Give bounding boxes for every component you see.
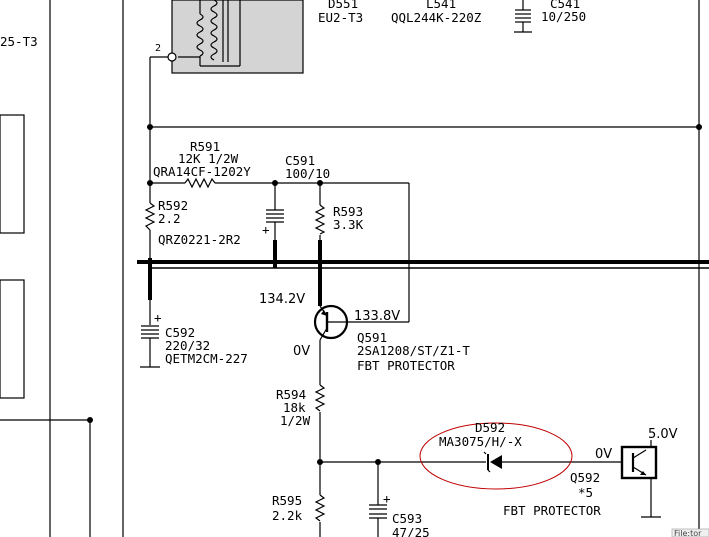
c591-value-label: 100/10 <box>285 166 330 181</box>
q592-ref-label: Q592 <box>570 470 600 485</box>
q592-transistor-symbol <box>620 445 658 480</box>
q591-part-label: 2SA1208/ST/Z1-T <box>357 343 470 358</box>
r592-ref-label: R592 <box>158 198 188 213</box>
highlight-ellipse <box>419 422 573 490</box>
c593-ref-label: C593 <box>392 511 422 526</box>
q592-top-voltage: 5.0V <box>648 427 678 442</box>
c541-value-label: 10/250 <box>541 9 586 24</box>
r594-ref-label: R594 <box>276 387 306 402</box>
r595-ref-label: R595 <box>272 493 302 508</box>
d592-ref-label: D592 <box>475 420 505 435</box>
d551-part-label: EU2-T3 <box>318 10 363 25</box>
c591-capacitor-symbol <box>266 209 284 223</box>
c592-part-label: QETM2CM-227 <box>165 351 248 366</box>
d551-ref-label: D551 <box>328 0 358 11</box>
pin-2-label: 2 <box>155 43 161 54</box>
q591-collector-voltage: 0V <box>293 344 310 359</box>
transformer-l541 <box>167 0 304 74</box>
top-left-part-label: 25-T3 <box>0 34 38 49</box>
c591-plus-sign: + <box>262 222 270 237</box>
c593-value-label: 47/25 <box>392 525 430 537</box>
c592-plus-sign: + <box>154 310 162 325</box>
d592-part-label: MA3075/H/-X <box>439 434 522 449</box>
r593-value-label: 3.3K <box>333 217 364 232</box>
file-tag-box <box>671 528 709 537</box>
r592-value-label: 2.2 <box>158 211 181 226</box>
left-ic-box-lower <box>0 279 25 399</box>
q591-transistor-symbol <box>313 304 350 341</box>
q592-desc-label: FBT PROTECTOR <box>503 503 601 518</box>
q591-base-voltage: 133.8V <box>354 309 400 324</box>
c592-capacitor-symbol <box>141 325 159 339</box>
wires <box>140 56 702 537</box>
r591-resistor-symbol <box>184 177 216 189</box>
r592-resistor-symbol <box>144 202 156 231</box>
r592-part-label: QRZ0221-2R2 <box>158 232 241 247</box>
q592-base-voltage: 0V <box>595 447 612 462</box>
r595-resistor-symbol <box>314 494 326 522</box>
r591-part-label: QRA14CF-1202Y <box>153 164 251 179</box>
c593-plus-sign: + <box>383 491 391 506</box>
r591-ref-label: R591 <box>190 139 220 154</box>
q591-desc-label: FBT PROTECTOR <box>357 358 455 373</box>
q592-note-label: *5 <box>578 485 593 500</box>
l541-ref-label: L541 <box>426 0 456 11</box>
c592-ref-label: C592 <box>165 325 195 340</box>
r591-value-label: 12K 1/2W <box>178 151 239 166</box>
d592-diode-symbol <box>483 451 502 473</box>
c592-value-label: 220/32 <box>165 338 210 353</box>
file-tag-label: File:tor <box>674 529 702 537</box>
r593-resistor-symbol <box>314 204 326 235</box>
q591-emitter-voltage: 134.2V <box>259 292 305 307</box>
left-ic-box-upper <box>0 114 25 234</box>
r595-value-label: 2.2k <box>272 508 303 523</box>
c541-capacitor-symbol <box>514 0 532 33</box>
r594-watt-label: 1/2W <box>280 413 311 428</box>
r594-resistor-symbol <box>314 384 326 412</box>
c591-ref-label: C591 <box>285 153 315 168</box>
q591-ref-label: Q591 <box>357 330 387 345</box>
c541-ref-label: C541 <box>550 0 580 11</box>
c593-capacitor-symbol <box>369 504 387 519</box>
r593-ref-label: R593 <box>333 204 363 219</box>
r594-value-label: 18k <box>283 400 306 415</box>
l541-part-label: QQL244K-220Z <box>391 10 482 25</box>
